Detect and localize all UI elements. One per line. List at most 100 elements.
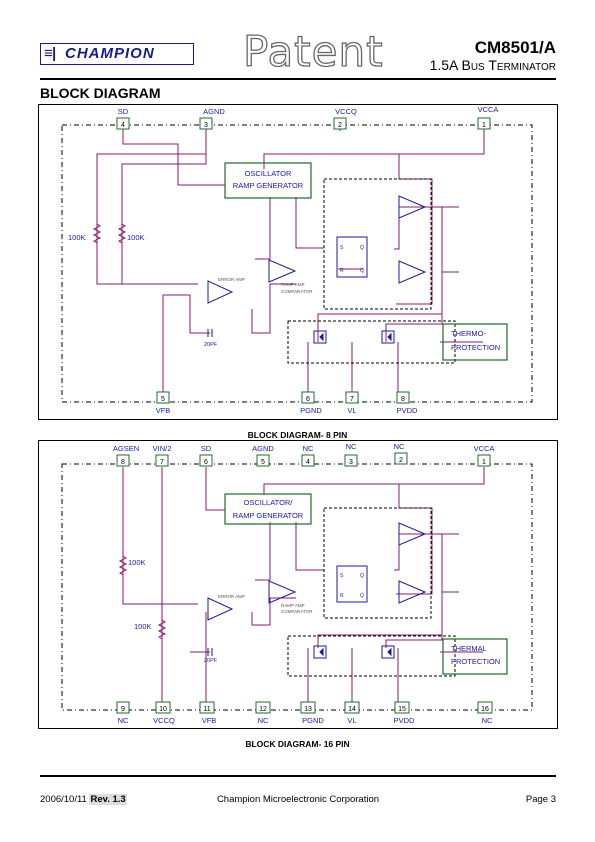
pin-number: 4: [306, 459, 310, 466]
diagram1-chip-outline: [61, 124, 533, 403]
diagram2-bottom-pins: 9 NC 10 VCCQ 11 VFB 12 NC 13 PGND 14 VL …: [116, 701, 493, 725]
pin-name: VIN/2: [153, 444, 172, 453]
pin-box: [255, 701, 271, 714]
diagram1-mosfets: [313, 330, 395, 344]
pin-number: 16: [481, 706, 489, 713]
pin-box: [199, 117, 213, 130]
diagram2-thermo-line2: PROTECTION: [451, 657, 500, 666]
diagram1-frame: [38, 104, 558, 420]
diagram2-driver-amp-high: [398, 522, 427, 546]
pin-name: VL: [347, 406, 356, 415]
diagram1-wires: [96, 129, 485, 395]
diagram2-driver-block: [323, 507, 432, 619]
pin-number: 8: [401, 396, 405, 403]
diagram1-resistor-1: [92, 223, 102, 244]
diagram1-driver-block: [323, 178, 432, 310]
pin-box: [396, 391, 410, 404]
pin-number: 3: [204, 122, 208, 129]
pin-box: [344, 701, 360, 714]
pin-number: 6: [306, 396, 310, 403]
pin-number: 12: [259, 706, 267, 713]
diagram2-error-amp-label: ERROR AMP: [218, 594, 245, 599]
diagram1-ramp-amp-label: RAMP AMP: [281, 282, 305, 287]
patent-stamp: Patent: [242, 27, 384, 76]
pin-box: [116, 701, 130, 714]
pin-number: 1: [482, 122, 486, 129]
pin-number: 15: [398, 706, 406, 713]
pin-box: [155, 454, 169, 467]
diagram2-driver-amp-low: [398, 580, 427, 604]
diagram1-caption: BLOCK DIAGRAM- 8 PIN: [247, 430, 348, 440]
diagram2-thermal-box: [442, 638, 508, 675]
diagram1-driver-amp-high: [398, 195, 427, 219]
diagram2-oscillator-box: [224, 493, 312, 525]
diagram1-resistor-2: [117, 223, 127, 244]
block-diagram-8-pin: 100K 100K 20PF OSCILLATOR RAMP GENERATOR…: [38, 104, 558, 420]
diagram2-wires: [122, 467, 485, 705]
diagram1-error-amp: [207, 280, 234, 304]
pin-number: 7: [160, 459, 164, 466]
diagram2-osc-line2: RAMP GENERATOR: [233, 511, 304, 520]
pin-box: [199, 701, 215, 714]
pin-name: PGND: [302, 716, 324, 725]
section-title: BLOCK DIAGRAM: [40, 85, 161, 101]
pin-name: PVDD: [394, 716, 415, 725]
pin-box: [116, 117, 130, 130]
pin-name: NC: [482, 716, 493, 725]
diagram1-ramp-comparator: [268, 259, 297, 283]
pin-box: [333, 117, 347, 130]
pin-number: 2: [338, 122, 342, 129]
pin-box: [344, 454, 358, 467]
pin-box: [345, 391, 359, 404]
diagram1-bottom-pins: 5 VFB 6 PGND 7 VL 8 PVDD: [156, 391, 418, 415]
pin-box: [199, 454, 213, 467]
pin-number: 14: [348, 706, 356, 713]
diagram1-ff-s: S: [340, 245, 344, 251]
pin-name: VCCQ: [153, 716, 175, 725]
pin-name: SD: [201, 444, 212, 453]
diagram2-chip-outline: [61, 463, 533, 711]
champion-logo: ≡| CHAMPION: [40, 43, 194, 65]
pin-name: AGND: [203, 107, 225, 116]
logo-text: CHAMPION: [65, 45, 155, 62]
footer-company: Champion Microelectronic Corporation: [216, 794, 380, 805]
diagram1-ff-qbar: Q: [360, 268, 364, 274]
pin-box: [477, 701, 493, 714]
diagram2-res1-label: 100K: [128, 558, 146, 567]
diagram1-osc-line1: OSCILLATOR: [245, 169, 292, 178]
footer-page: Page 3: [525, 794, 556, 805]
diagram2-frame: [38, 440, 558, 729]
pin-number: 7: [350, 396, 354, 403]
diagram1-capacitor: [207, 329, 213, 337]
diagram1-ff-r: R: [340, 268, 344, 274]
pin-name: PVDD: [397, 406, 418, 415]
diagram1-res2-label: 100K: [127, 233, 145, 242]
pin-name: SD: [118, 107, 129, 116]
diagram2-error-amp: [207, 597, 234, 621]
diagram1-output-stage: [287, 320, 456, 364]
pin-box: [394, 452, 408, 465]
footer-date: 2006/10/11: [40, 794, 87, 805]
pin-box: [300, 701, 316, 714]
pin-box: [256, 454, 270, 467]
diagram2-mosfets: [313, 645, 395, 659]
pin-number: 13: [304, 706, 312, 713]
diagram2-ff-qbar: Q: [360, 593, 364, 599]
pin-box: [155, 701, 171, 714]
diagram1-flipflop: [336, 236, 368, 278]
pin-number: 5: [261, 459, 265, 466]
diagram2-ramp-amp-label: RAMP AMP: [281, 603, 305, 608]
footer-revision: Rev. 1.3: [89, 794, 127, 805]
block-diagram-16-pin: 100K 100K 20PF OSCILLATOR/ RAMP GENERATO…: [38, 440, 558, 729]
diagram2-top-pins: 8 AGSEN 7 VIN/2 6 SD 5 AGND 4 NC 3 NC 2 …: [113, 442, 494, 467]
pin-name: VCCQ: [335, 107, 357, 116]
pin-number: 5: [161, 396, 165, 403]
pin-box: [301, 454, 315, 467]
pin-name: AGSEN: [113, 444, 139, 453]
diagram1-ff-q: Q: [360, 245, 364, 251]
pin-name: AGND: [252, 444, 274, 453]
document-subtitle: 1.5A Bus Terminator: [429, 57, 556, 73]
diagram1-thermo-line2: PROTECTION: [451, 343, 500, 352]
pin-box: [156, 391, 170, 404]
diagram2-ff-s: S: [340, 573, 344, 579]
